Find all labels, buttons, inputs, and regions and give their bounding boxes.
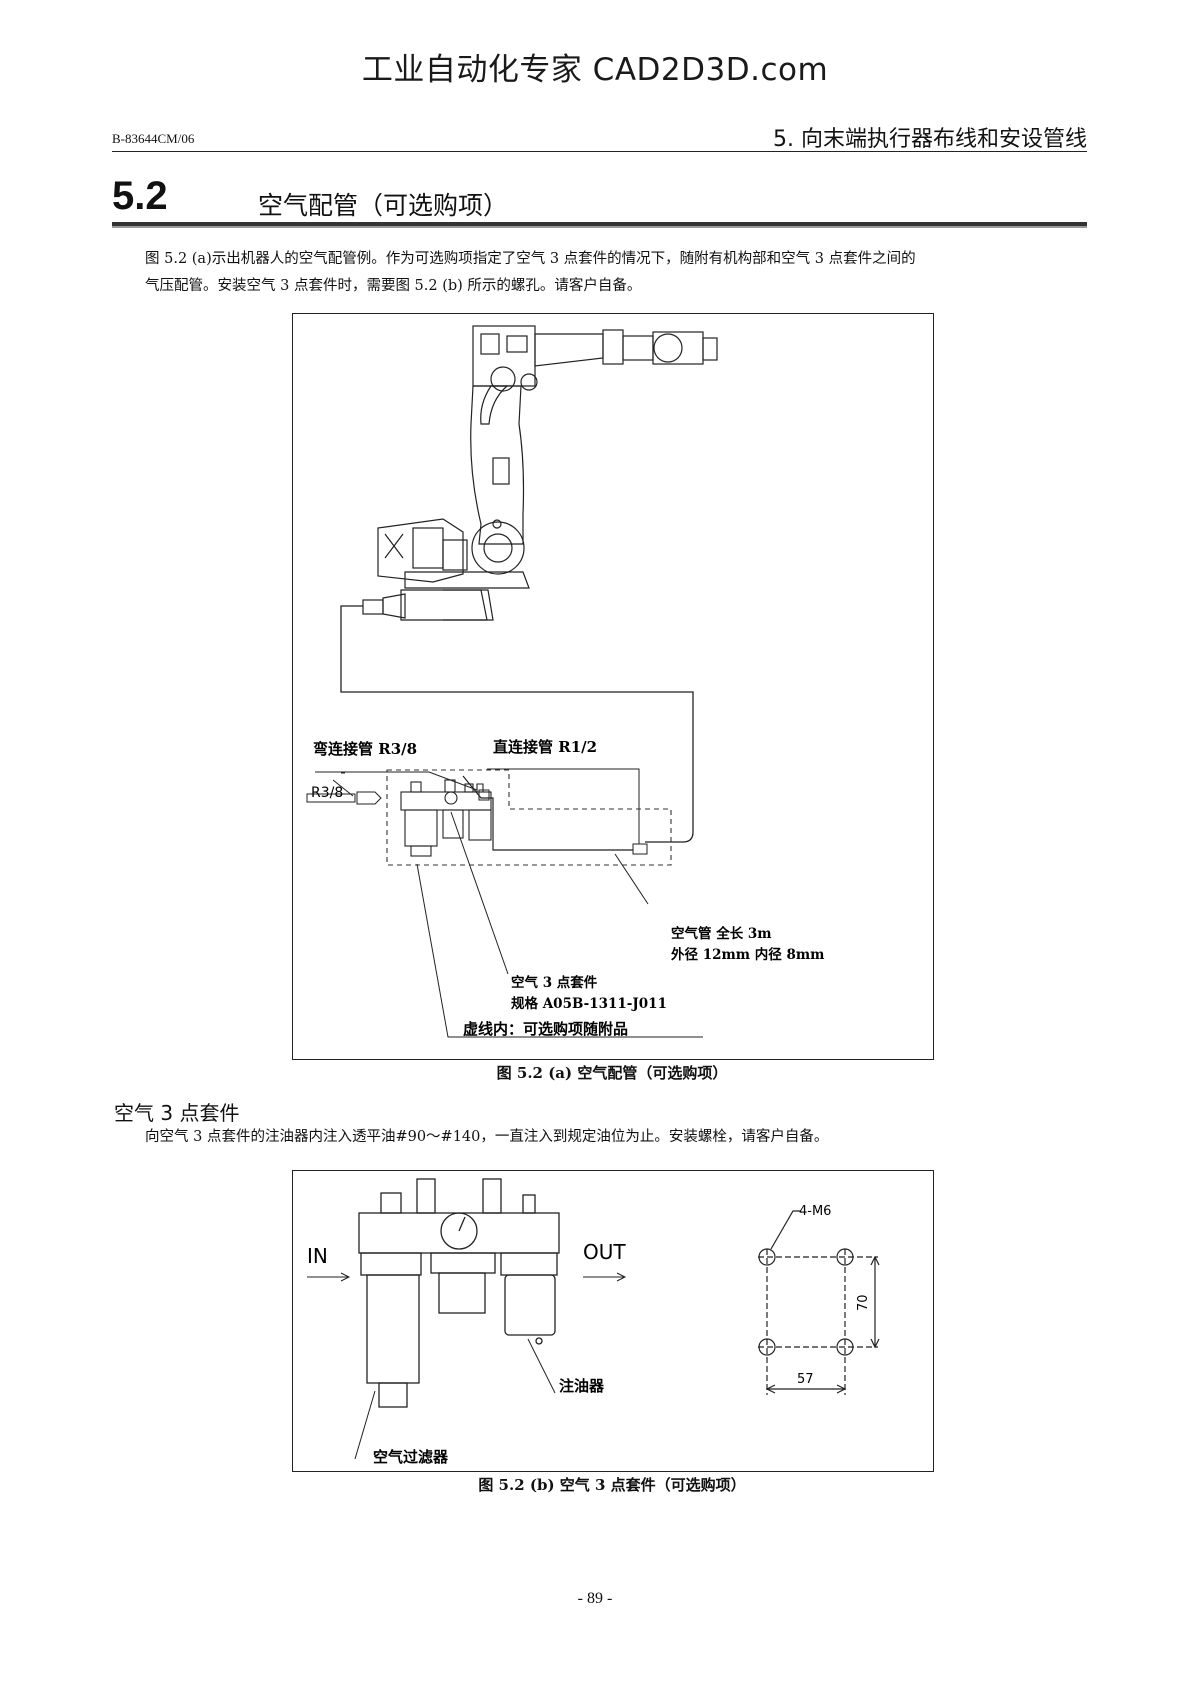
robot-forearm — [534, 333, 604, 367]
elbow-leader — [315, 771, 478, 791]
straight-connector-label: 直连接管 R1/2 — [493, 738, 597, 756]
tube-label-line-2: 外径 12mm 内径 8mm — [671, 946, 824, 963]
lubricator-label: 注油器 — [559, 1377, 605, 1395]
kit-manifold — [358, 1212, 560, 1254]
kit-lubricator-bowl — [468, 809, 492, 841]
subsection-title: 空气 3 点套件 — [114, 1101, 240, 1125]
filter-leader — [354, 1390, 376, 1460]
robot-base — [400, 589, 488, 621]
robot-arm-drawing — [362, 325, 718, 621]
in-arrow — [307, 1272, 351, 1282]
intro-line-2: 气压配管。安装空气 3 点套件时，需要图 5.2 (b) 所示的螺孔。请客户自备… — [145, 278, 642, 294]
robot-wrist — [653, 333, 683, 363]
robot-air-inlet — [382, 593, 406, 619]
robot-j3-housing — [472, 325, 536, 387]
air-hose-route — [340, 605, 694, 843]
page-number: - 89 - — [577, 1590, 613, 1607]
section-title: 空气配管（可选购项） — [258, 191, 509, 220]
dimension-horizontal: 57 — [797, 1372, 814, 1387]
out-arrow — [583, 1272, 627, 1282]
figure-b-drawing: IN OUT 注油器 空气过滤器 4-M6 70 57 — [307, 1178, 880, 1466]
filter-bowl — [366, 1274, 420, 1384]
chapter-title: 5. 向末端执行器布线和安设管线 — [773, 127, 1087, 152]
watermark-title: 工业自动化专家 CAD2D3D.com — [361, 52, 829, 88]
section-rule — [112, 222, 1087, 226]
thread-label: R3/8 — [311, 785, 343, 801]
option-dashed-outline — [386, 769, 672, 866]
holes-label: 4-M6 — [799, 1204, 831, 1219]
pressure-gauge — [440, 1212, 478, 1250]
mounting-hole — [836, 1248, 854, 1266]
filter-drain — [378, 1382, 408, 1408]
straight-connector — [632, 843, 648, 855]
filter-label: 空气过滤器 — [373, 1448, 449, 1466]
r38-fitting — [356, 791, 382, 805]
straight-leader — [487, 768, 640, 844]
kit-leader — [450, 811, 509, 975]
mounting-hole — [758, 1338, 776, 1356]
subsection-text: 向空气 3 点套件的注油器内注入透平油#90～#140，一直注入到规定油位为止。… — [145, 1129, 829, 1145]
mounting-hole-pattern — [758, 1210, 880, 1395]
in-label: IN — [307, 1244, 328, 1268]
elbow-connector — [478, 789, 490, 801]
r38-pipe — [306, 793, 356, 803]
lubricator-bowl — [504, 1274, 556, 1336]
figure-a-caption: 图 5.2 (a) 空气配管（可选购项） — [496, 1064, 728, 1082]
dashed-note-label: 虚线内：可选购项随附品 — [463, 1020, 628, 1038]
out-label: OUT — [583, 1240, 626, 1264]
kit-label-line-1: 空气 3 点套件 — [511, 974, 598, 991]
mounting-hole — [758, 1248, 776, 1266]
regulator-body — [438, 1272, 486, 1314]
figure-b-caption: 图 5.2 (b) 空气 3 点套件（可选购项） — [478, 1476, 746, 1494]
air-kit-drawing — [400, 779, 492, 857]
section-number: 5.2 — [112, 174, 168, 218]
elbow-connector-label: 弯连接管 R3/8 — [313, 740, 417, 758]
kit-label-line-2: 规格 A05B-1311-J011 — [511, 995, 667, 1012]
kit-filter-bowl — [404, 809, 438, 847]
tube-label-line-1: 空气管 全长 3m — [671, 925, 772, 942]
dimension-vertical: 70 — [856, 1294, 871, 1311]
intro-line-1: 图 5.2 (a)示出机器人的空气配管例。作为可选购项指定了空气 3 点套件的情… — [145, 251, 916, 267]
mounting-hole — [836, 1338, 854, 1356]
figure-b-frame: IN OUT 注油器 空气过滤器 4-M6 70 57 — [292, 1170, 934, 1472]
robot-rear-motor — [377, 518, 464, 583]
dashed-note-leader — [416, 863, 703, 1038]
header-rule — [112, 151, 1087, 152]
figure-a-drawing: R3/8 弯连接管 R3/8 直连接管 R1/2 空气管 全长 3m 外径 12… — [306, 325, 824, 1038]
kit-outlet-pipe — [462, 775, 633, 851]
robot-j2-motor — [471, 521, 525, 575]
robot-upper-arm — [470, 385, 525, 545]
document-id: B-83644CM/06 — [112, 131, 195, 146]
tube-leader — [614, 853, 649, 905]
figure-a-frame: R3/8 弯连接管 R3/8 直连接管 R1/2 空气管 全长 3m 外径 12… — [292, 313, 934, 1060]
lubricator-leader — [527, 1338, 556, 1394]
air-kit-front-view — [358, 1178, 560, 1408]
